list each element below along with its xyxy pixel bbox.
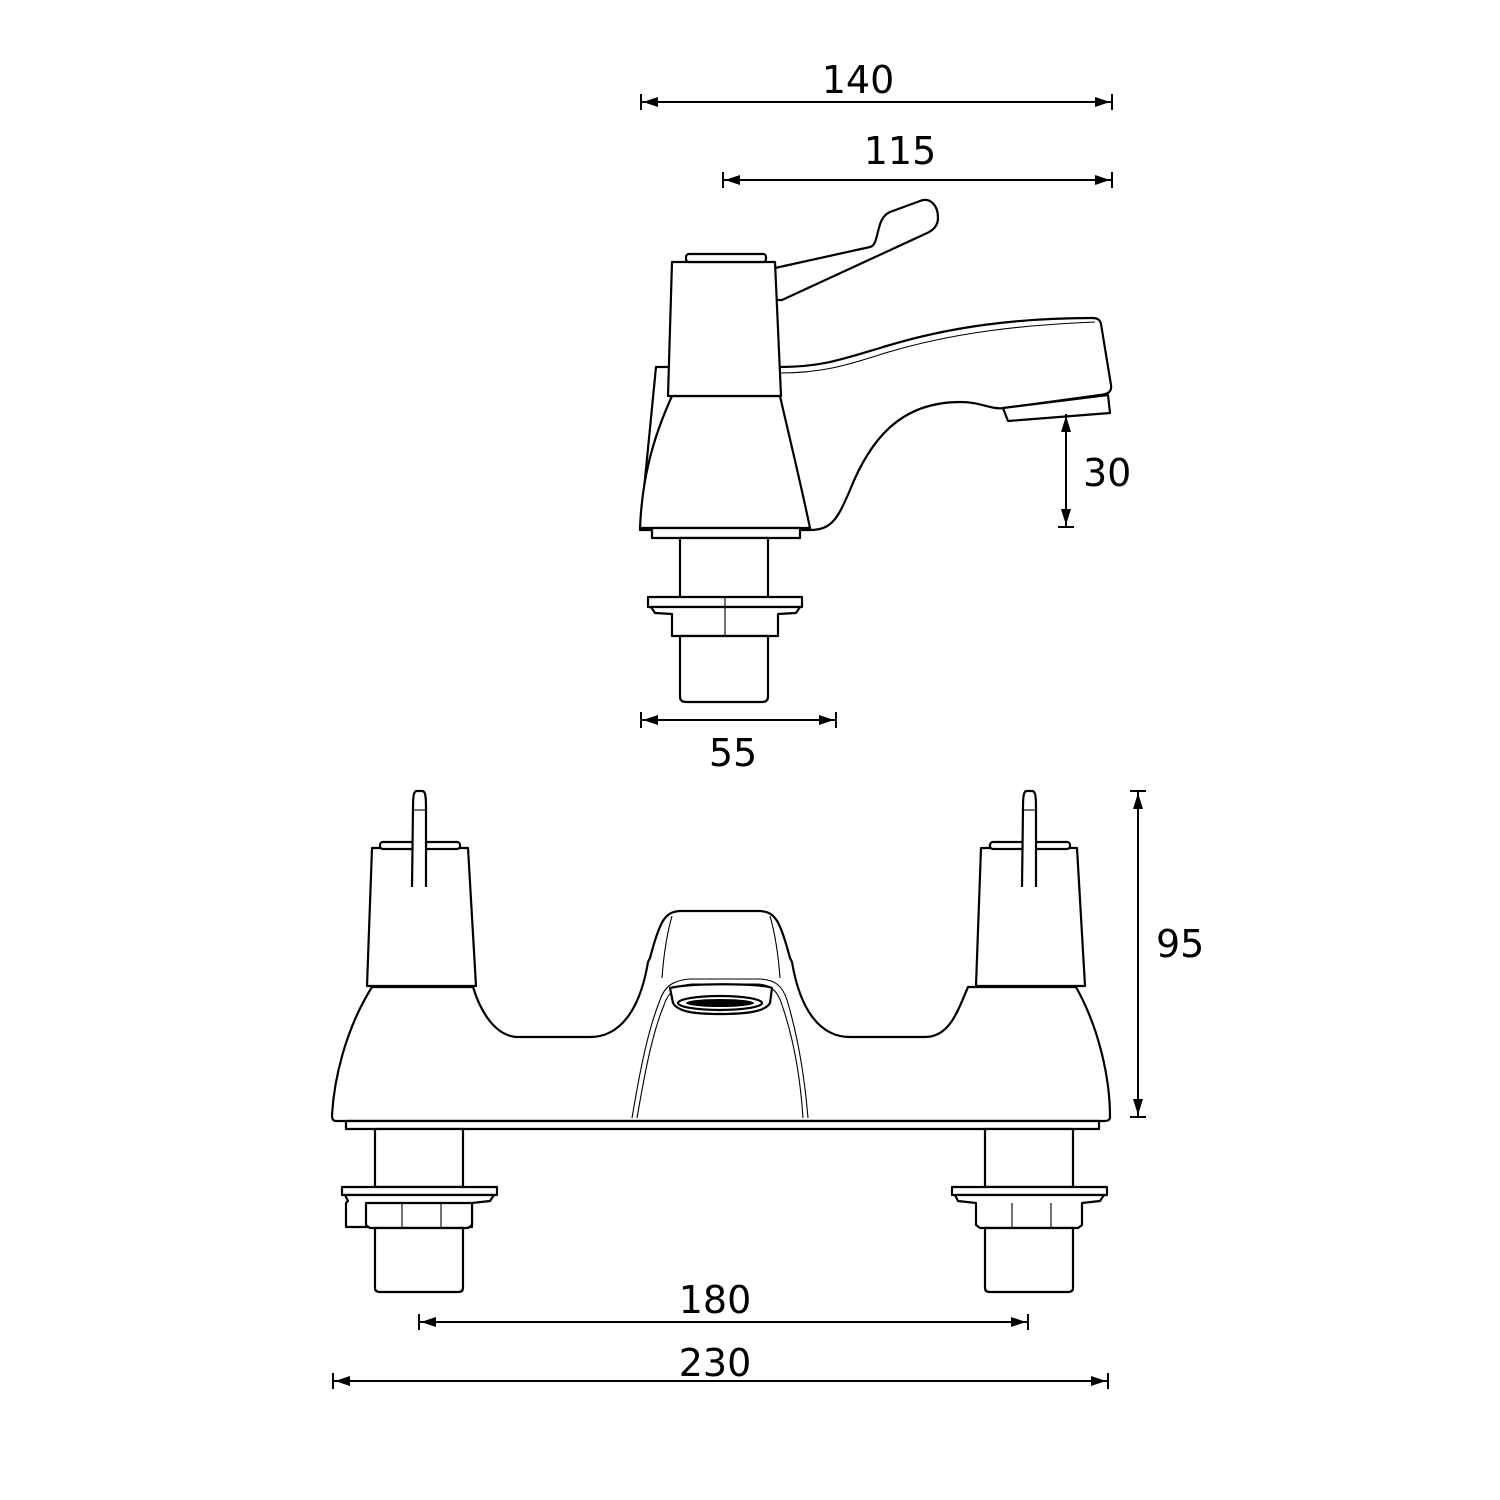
label-140: 140 bbox=[822, 58, 895, 102]
right-washer bbox=[950, 1185, 1109, 1197]
left-lever bbox=[410, 789, 428, 888]
dimension-230: 230 bbox=[332, 1341, 1109, 1389]
label-230: 230 bbox=[679, 1341, 752, 1385]
dimension-55: 55 bbox=[640, 712, 837, 775]
label-95: 95 bbox=[1156, 922, 1204, 966]
tap-head bbox=[666, 260, 783, 398]
dimension-180: 180 bbox=[418, 1278, 1029, 1330]
dimension-30: 30 bbox=[1058, 414, 1131, 528]
dimension-115: 115 bbox=[722, 129, 1113, 188]
spout-outlet bbox=[1001, 393, 1112, 423]
right-shank-upper bbox=[983, 1127, 1075, 1189]
label-30: 30 bbox=[1083, 451, 1131, 495]
left-shank-upper bbox=[373, 1127, 465, 1189]
right-backnut-body bbox=[953, 1193, 1106, 1230]
dimension-140: 140 bbox=[640, 58, 1113, 110]
aerator-holes bbox=[686, 999, 754, 1007]
lever-handle bbox=[773, 198, 940, 302]
left-washer bbox=[340, 1185, 499, 1197]
label-115: 115 bbox=[864, 129, 937, 173]
right-lever bbox=[1020, 789, 1038, 888]
shank-upper bbox=[678, 536, 770, 600]
head-indicator-cap bbox=[684, 252, 768, 264]
mixer-base-plate bbox=[344, 1119, 1101, 1131]
shank-lower bbox=[678, 634, 770, 704]
collar-plate bbox=[650, 526, 802, 540]
front-view-mixer bbox=[330, 789, 1112, 1294]
spout-front-outer bbox=[631, 978, 809, 1119]
label-55: 55 bbox=[709, 731, 757, 775]
tap-bell bbox=[638, 394, 812, 530]
dimension-95: 95 bbox=[1130, 790, 1204, 1118]
right-shank-lower bbox=[983, 1226, 1075, 1294]
aerator-mesh bbox=[676, 994, 764, 1012]
side-view-tap bbox=[638, 198, 1113, 704]
spout-highlight bbox=[779, 321, 1096, 374]
spout-front-top bbox=[661, 915, 781, 979]
left-shank-lower bbox=[373, 1226, 465, 1294]
mixer-body bbox=[330, 909, 1112, 1123]
label-180: 180 bbox=[679, 1278, 752, 1322]
left-backnut-body bbox=[364, 1201, 474, 1230]
